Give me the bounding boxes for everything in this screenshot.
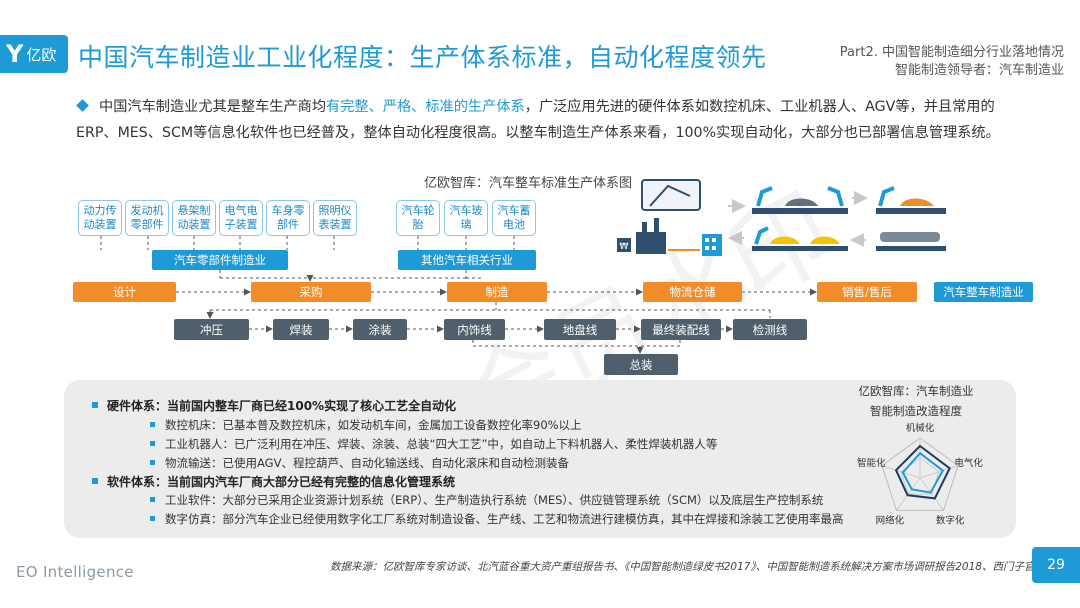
flow-manufacturing: 制造 [447,282,547,302]
footer-brand: EO Intelligence [16,563,134,581]
page-title: 中国汽车制造业工业化程度：生产体系标准，自动化程度领先 [78,43,767,72]
software-title-text: 软件体系：当前国内汽车厂商大部分已经有完整的信息化管理系统 [107,475,456,489]
part-box-3: 电气电子装置 [219,200,263,236]
part-box-5: 照明仪表装置 [313,200,357,236]
radar-series-values [901,451,945,494]
radar-title-line1: 亿欧智库：汽车制造业 [858,384,974,398]
radar-axis-label: 网络化 [876,514,905,526]
square-bullet-icon [150,460,155,465]
section-label: Part2. 中国智能制造细分行业落地情况 智能制造领导者：汽车制造业 [840,44,1064,80]
radar-axis [896,477,921,511]
flow-purchase: 采购 [251,282,371,302]
radar-axis-label: 智能化 [857,457,886,469]
square-bullet-icon [150,422,155,427]
software-item-1: 数字仿真：部分汽车企业已经使用数字化工厂系统对制造设备、生产线、工艺和物流进行建… [150,511,844,527]
part-box-4: 车身零部件 [266,200,310,236]
radar-grid-outer [881,437,959,511]
radar-axis [919,477,944,511]
logo-mark: Y [6,40,24,68]
section-label-line1: Part2. 中国智能制造细分行业落地情况 [839,45,1064,60]
radar-axis [881,465,921,479]
radar-axis-label: 电气化 [954,457,983,469]
hardware-title-text: 硬件体系：当前国内整车厂商已经100%实现了核心工艺全自动化 [107,399,457,413]
radar-series-outline [894,444,951,500]
step-final-assembly-line: 最终装配线 [641,319,721,340]
intro-text-after: ，广泛应用先进的硬件体系如数控机床、工业机器人、AGV等，并且常用的ERP、ME… [76,99,1000,141]
other-part-box-2: 汽车蓄电池 [492,200,536,236]
square-bullet-icon [150,497,155,502]
other-part-box-0: 汽车轮胎 [396,200,440,236]
other-industry-bar: 其他汽车相关行业 [398,250,536,270]
software-item-0: 工业软件：大部分已采用企业资源计划系统（ERP）、生产制造执行系统（MES）、供… [150,492,823,508]
square-bullet-icon [92,478,98,484]
intro-text-before: 中国汽车制造业尤其是整车生产商均 [99,99,327,115]
part-box-1: 发动机零部件 [125,200,169,236]
diamond-bullet-icon [76,99,89,112]
radar-axis-label: 数字化 [936,514,965,526]
summary-panel [64,380,1016,538]
hardware-item-1: 工业机器人：已广泛利用在冲压、焊装、涂装、总装“四大工艺”中，如自动上下料机器人… [150,436,717,452]
radar-axis-label: 机械化 [906,422,935,434]
data-source: 数据来源：亿欧智库专家访谈、北汽蓝谷重大资产重组报告书、《中国智能制造绿皮书20… [330,561,1045,573]
radar-axis [919,465,959,479]
logo: Y 亿欧 [0,35,68,73]
hardware-item-2: 物流输送：已使用AGV、程控葫芦、自动化输送线、自动化滚床和自动检测装备 [150,455,569,471]
software-item-text: 工业软件：大部分已采用企业资源计划系统（ERP）、生产制造执行系统（MES）、供… [165,493,824,507]
hardware-item-text: 工业机器人：已广泛利用在冲压、焊装、涂装、总装“四大工艺”中，如自动上下料机器人… [165,437,718,451]
square-bullet-icon [150,516,155,521]
logo-text: 亿欧 [26,45,57,64]
step-inspection-line: 检测线 [733,319,807,340]
software-title: 软件体系：当前国内汽车厂商大部分已经有完整的信息化管理系统 [92,473,455,490]
vehicle-industry-bar: 汽车整车制造业 [934,282,1033,302]
page-number: 29 [1032,547,1080,583]
step-chassis-line: 地盘线 [544,319,616,340]
step-painting: 涂装 [353,319,407,340]
part-box-0: 动力传动装置 [78,200,122,236]
section-label-line2: 智能制造领导者：汽车制造业 [894,63,1064,78]
intro-paragraph: 中国汽车制造业尤其是整车生产商均有完整、严格、标准的生产体系，广泛应用先进的硬件… [76,94,1036,146]
square-bullet-icon [150,441,155,446]
radar-title: 亿欧智库：汽车制造业 智能制造改造程度 [856,381,976,421]
step-interior-line: 内饰线 [444,319,505,340]
step-stamping: 冲压 [174,319,249,340]
flow-logistics: 物流仓储 [643,282,742,302]
hardware-title: 硬件体系：当前国内整车厂商已经100%实现了核心工艺全自动化 [92,397,456,414]
part-box-2: 悬架制动装置 [172,200,216,236]
step-general-assembly: 总装 [604,354,678,375]
flow-design: 设计 [73,282,176,302]
intro-highlight: 有完整、严格、标准的生产体系 [326,99,525,115]
hardware-item-0: 数控机床：已基本普及数控机床，如发动机车间，金属加工设备数控化率90%以上 [150,417,582,433]
step-welding: 焊装 [273,319,329,340]
hardware-item-text: 物流输送：已使用AGV、程控葫芦、自动化输送线、自动化滚床和自动检测装备 [165,456,569,470]
parts-industry-bar: 汽车零部件制造业 [152,250,288,270]
hardware-item-text: 数控机床：已基本普及数控机床，如发动机车间，金属加工设备数控化率90%以上 [165,418,582,432]
flow-sales: 销售/售后 [817,282,917,302]
software-item-text: 数字仿真：部分汽车企业已经使用数字化工厂系统对制造设备、生产线、工艺和物流进行建… [165,512,844,526]
radar-title-line2: 智能制造改造程度 [870,404,962,418]
other-part-box-1: 汽车玻璃 [444,200,488,236]
diagram-title: 亿欧智库：汽车整车标准生产体系图 [424,176,633,191]
square-bullet-icon [92,402,98,408]
